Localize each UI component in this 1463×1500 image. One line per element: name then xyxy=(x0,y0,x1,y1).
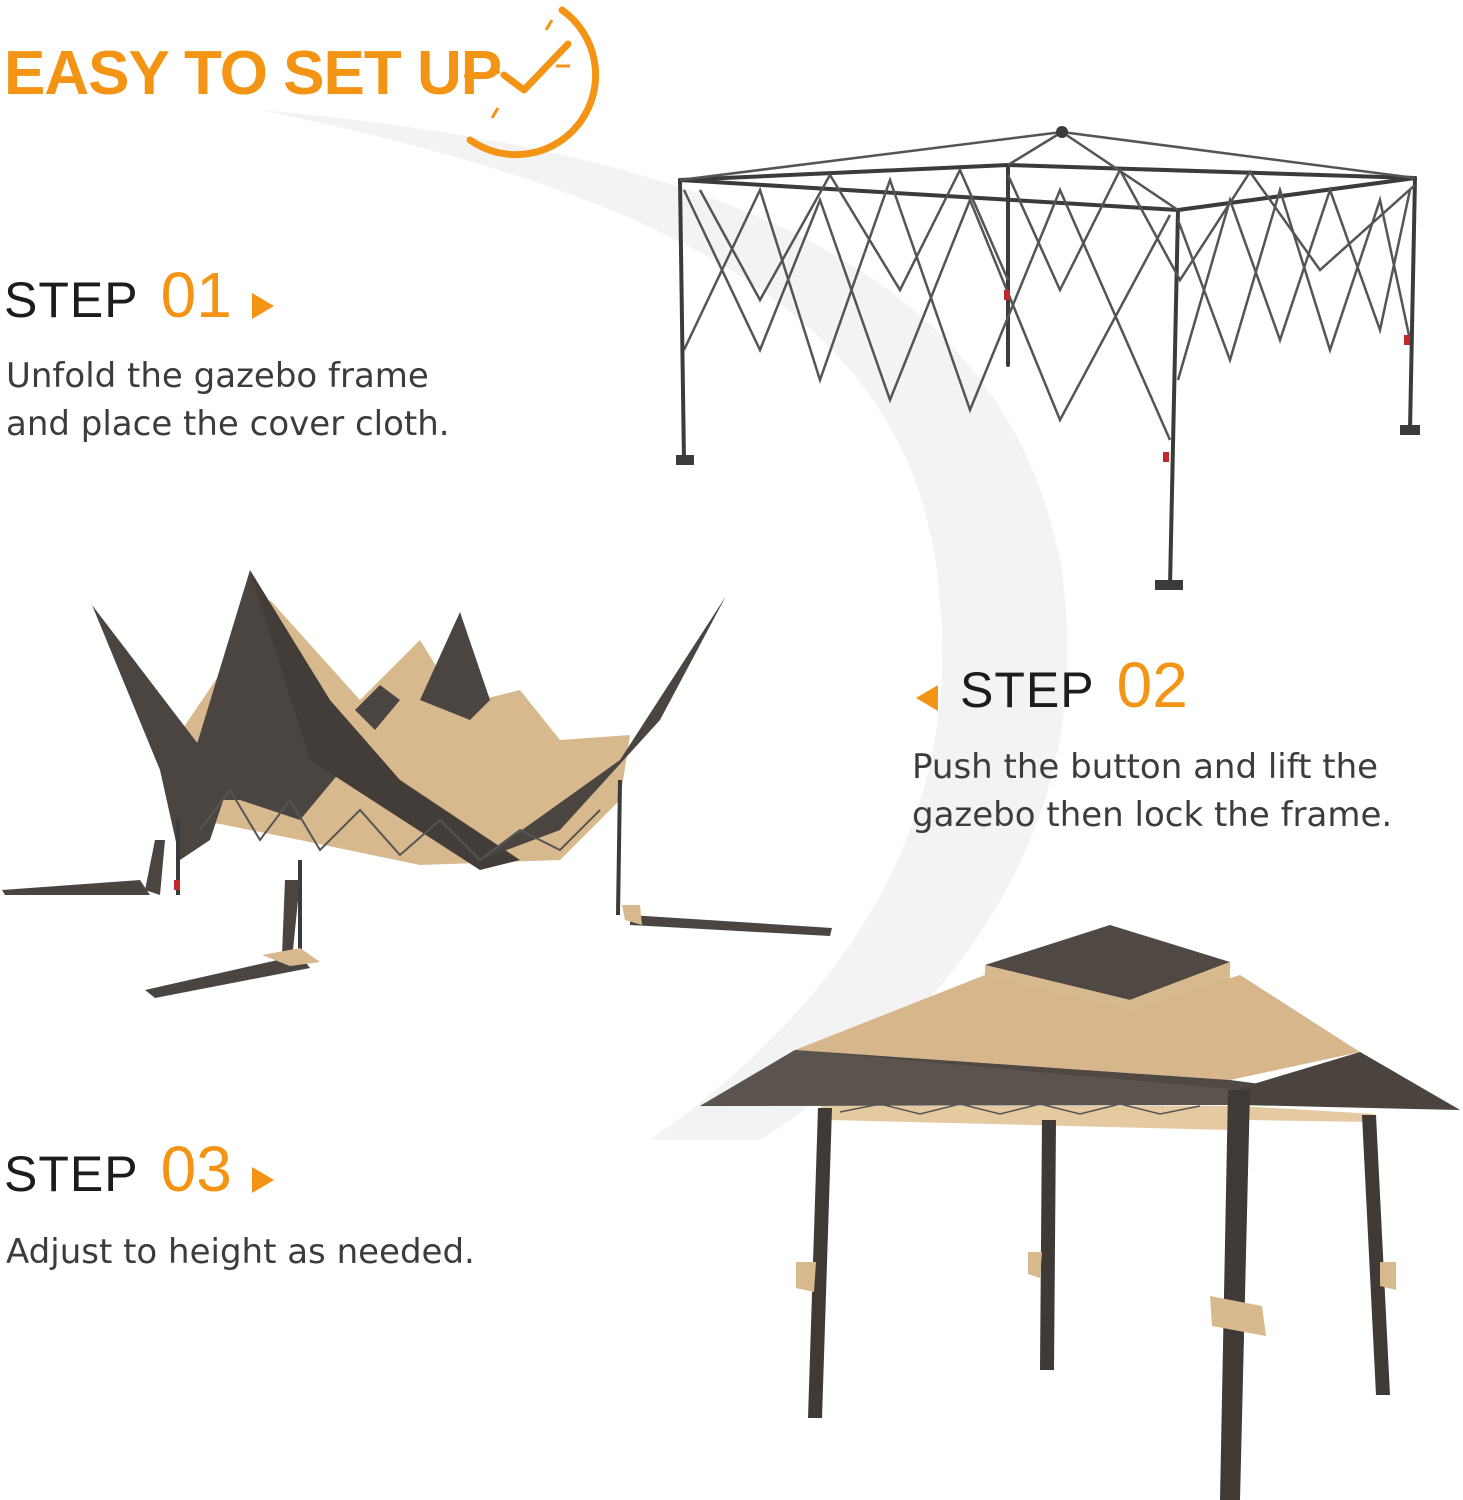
step-label: STEP xyxy=(4,272,139,328)
step-03-description: Adjust to height as needed. xyxy=(6,1232,475,1272)
step-label: STEP xyxy=(960,662,1095,718)
step-01-heading: STEP 01 xyxy=(4,258,274,333)
triangle-left-icon xyxy=(916,684,938,711)
triangle-right-icon xyxy=(251,1166,274,1193)
page-title: EASY TO SET UP xyxy=(4,39,502,108)
step-label: STEP xyxy=(4,1146,139,1202)
triangle-right-icon xyxy=(251,292,274,319)
step-02-heading: STEP 02 xyxy=(916,648,1188,722)
step-02-description: Push the button and lift the gazebo then… xyxy=(912,747,1393,835)
step-01-description: Unfold the gazebo frame and place the co… xyxy=(6,356,450,444)
step-number: 02 xyxy=(1116,649,1188,721)
step-number: 03 xyxy=(160,1133,232,1205)
step-number: 01 xyxy=(160,259,232,331)
step-03-heading: STEP 03 xyxy=(4,1132,274,1207)
